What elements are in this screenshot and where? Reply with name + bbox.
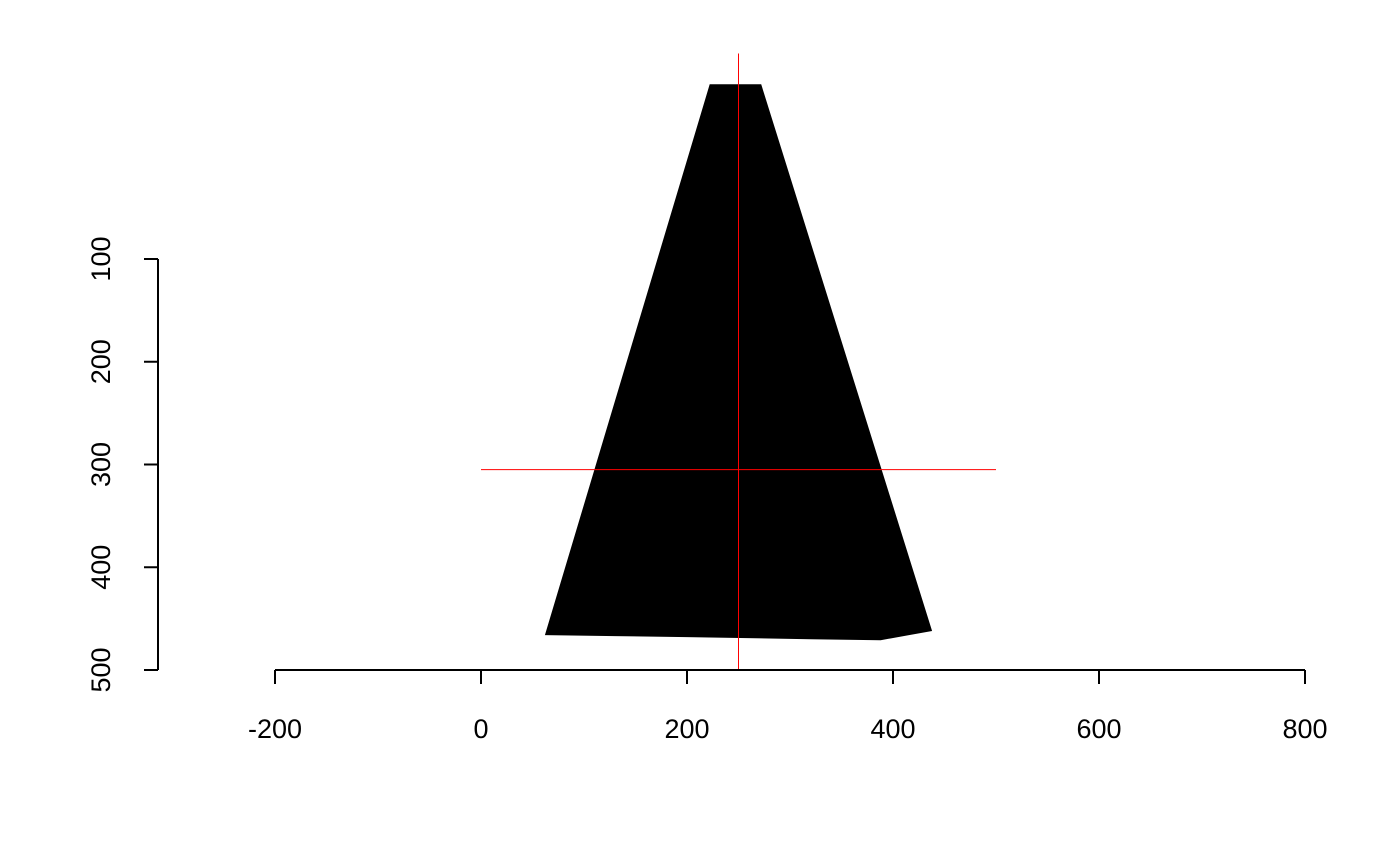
x-tick-label: 0 — [473, 714, 488, 744]
x-tick-label: -200 — [248, 714, 302, 744]
crosshair-layer — [481, 53, 996, 670]
y-tick-label: 400 — [86, 545, 116, 590]
x-tick-label: 800 — [1282, 714, 1327, 744]
y-tick-label: 500 — [86, 647, 116, 692]
y-tick-label: 300 — [86, 442, 116, 487]
y-tick-label: 100 — [86, 236, 116, 281]
x-axis: -200 0 200 400 600 800 — [248, 669, 1328, 744]
x-tick-label: 600 — [1076, 714, 1121, 744]
x-tick-label: 400 — [870, 714, 915, 744]
y-axis: 100 200 300 400 500 — [86, 236, 159, 693]
y-tick-label: 200 — [86, 339, 116, 384]
x-tick-label: 200 — [664, 714, 709, 744]
